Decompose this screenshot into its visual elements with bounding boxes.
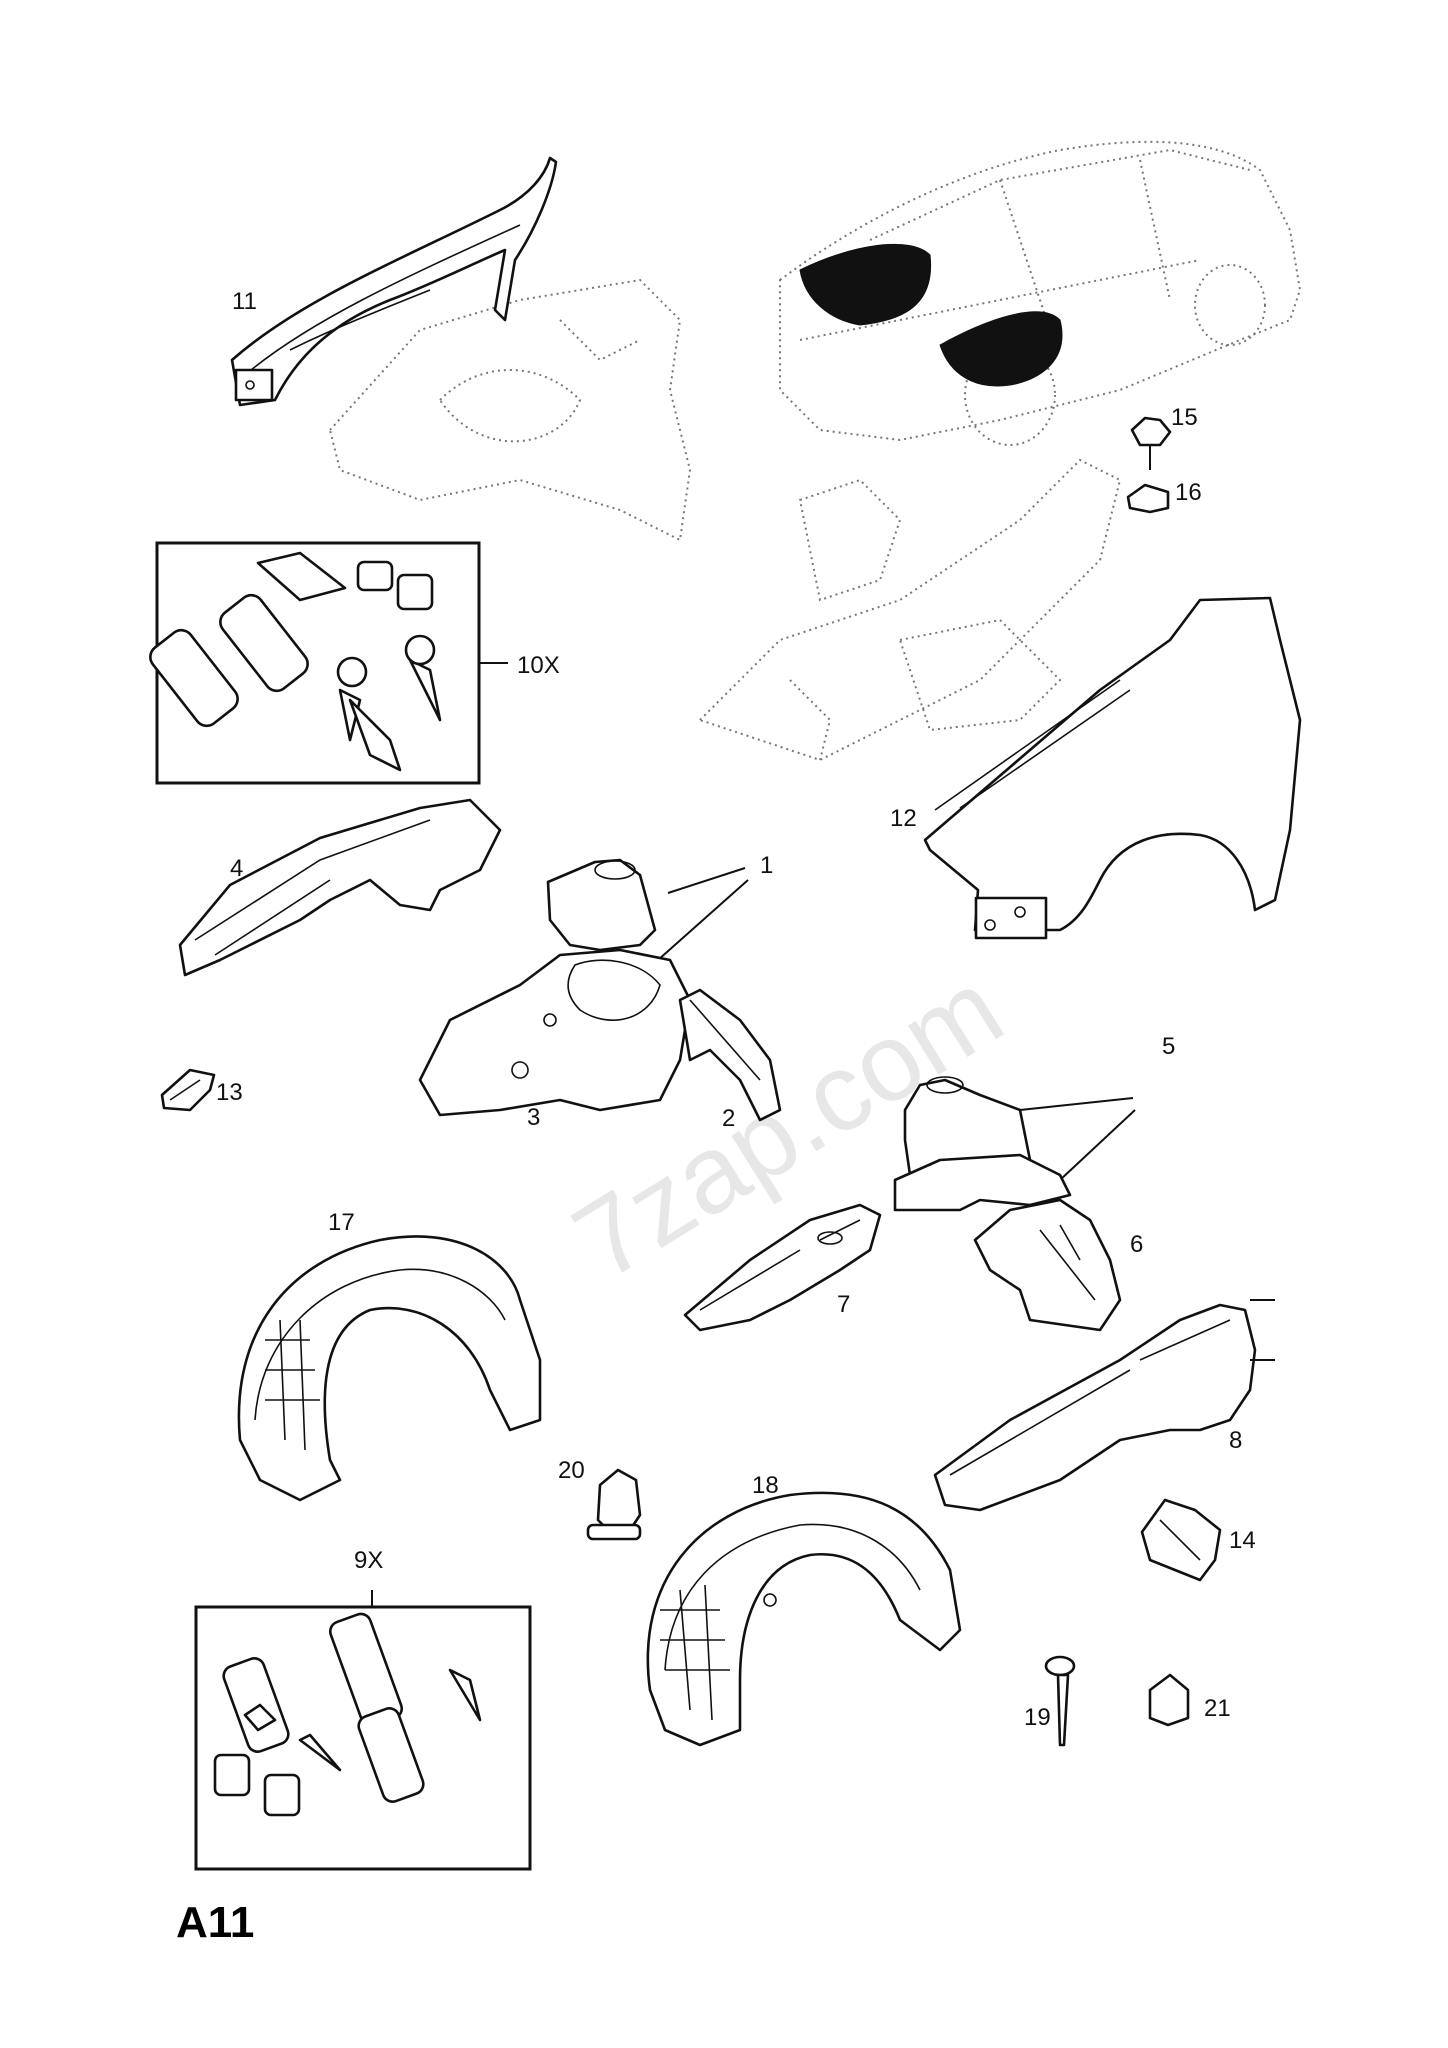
callout-labels: 11 12 10X 4 1 13 3 2 5 6 7 8 17 18 20 14…: [216, 288, 1256, 1731]
part-19-screw: [1044, 1655, 1076, 1747]
kit-9x: [194, 1590, 532, 1871]
vehicle-overview: [779, 140, 1302, 446]
part-3-wheelhouse-panel: [418, 948, 692, 1117]
part-1-strut-cap: [546, 858, 749, 961]
callout-11: 11: [232, 288, 257, 315]
callout-19: 19: [1024, 1704, 1051, 1731]
callout-17: 17: [328, 1209, 355, 1236]
part-15-bolt: [1130, 416, 1172, 470]
part-21-clip: [1148, 1673, 1190, 1727]
part-16-clip: [1126, 483, 1170, 514]
ghost-front-structure: [698, 458, 1122, 762]
page-code: A11: [176, 1898, 254, 1947]
callout-1: 1: [760, 852, 773, 879]
part-14-bracket: [1140, 1498, 1222, 1582]
callout-10x: 10X: [517, 652, 560, 679]
callout-14: 14: [1229, 1527, 1256, 1554]
callout-13: 13: [216, 1079, 243, 1106]
part-7-inner-panel: [683, 1203, 882, 1332]
callout-5: 5: [1162, 1033, 1175, 1060]
part-18-wheel-arch-liner: [646, 1491, 962, 1747]
callout-21: 21: [1204, 1695, 1231, 1722]
callout-16: 16: [1175, 479, 1202, 506]
part-20-push-clip: [586, 1468, 642, 1541]
part-11-upper-rail: [230, 156, 558, 407]
callout-3: 3: [527, 1104, 540, 1131]
part-17-wheel-arch-liner: [237, 1235, 542, 1502]
part-6-wheelhouse: [973, 1198, 1122, 1332]
callout-8: 8: [1229, 1427, 1242, 1454]
callout-9x: 9X: [354, 1547, 383, 1574]
part-12-fender: [923, 596, 1302, 940]
callout-15: 15: [1171, 404, 1198, 431]
callout-20: 20: [558, 1457, 585, 1484]
callout-18: 18: [752, 1472, 779, 1499]
callout-2: 2: [722, 1105, 735, 1132]
part-5-ring: [893, 1153, 1072, 1212]
part-8-front-rail: [933, 1299, 1275, 1512]
part-13-bracket: [160, 1068, 216, 1112]
callout-6: 6: [1130, 1231, 1143, 1258]
callout-4: 4: [230, 855, 243, 882]
kit-10x: [149, 541, 508, 785]
ghost-wheelhouse-upper: [328, 278, 692, 542]
part-2-wheelhouse-rear: [678, 988, 782, 1122]
callout-7: 7: [837, 1291, 850, 1318]
callout-12: 12: [890, 805, 917, 832]
part-4-inner-rail: [178, 798, 502, 977]
